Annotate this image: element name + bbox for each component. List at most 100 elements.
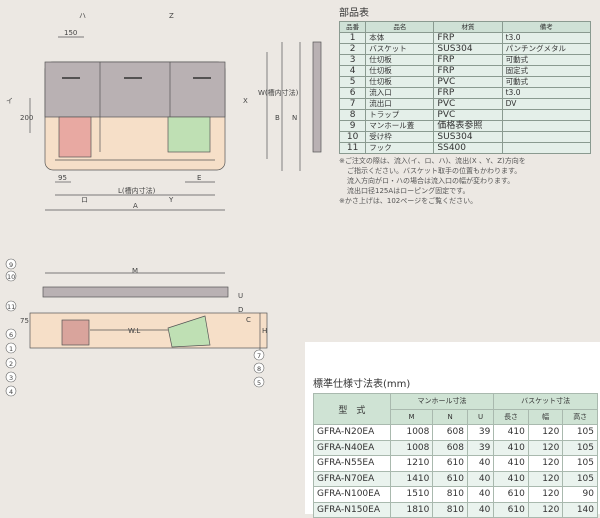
cell: SS400: [433, 142, 503, 154]
cell: 610: [493, 501, 529, 518]
cell: 流入口: [365, 87, 435, 99]
water-level: W.L: [128, 327, 140, 335]
cell: 5: [338, 76, 367, 88]
dim-d: D: [238, 306, 243, 314]
header: 幅: [527, 408, 564, 425]
section-view: [29, 272, 268, 355]
cell: 9: [338, 120, 367, 132]
section-labels: M U C H 75 D W.L: [20, 267, 267, 335]
cell: t3.0: [501, 87, 592, 99]
note-line: ※ご注文の際は、流入(イ、ロ、ハ)、流出(X 、Y、Z)方向を: [339, 157, 526, 165]
callout: 6: [9, 331, 13, 339]
dim-a: A: [133, 202, 138, 210]
cell: 810: [432, 501, 468, 518]
dim-150: 150: [64, 29, 77, 37]
cell: 流出口: [365, 98, 435, 110]
cell: GFRA-N55EA: [313, 455, 391, 472]
cell: 仕切板: [365, 54, 435, 66]
cell: 11: [338, 142, 367, 154]
note-line: 流入方向がロ・ハの場合は流入口の幅が変わります。: [347, 177, 515, 185]
inlet-i-label: イ: [6, 97, 13, 105]
cell: 1210: [389, 455, 434, 472]
trap: [167, 116, 211, 153]
cell: GFRA-N150EA: [313, 501, 391, 518]
cell: 410: [493, 424, 529, 441]
cell: 1510: [389, 486, 434, 503]
outlet-x-label: X: [243, 97, 248, 105]
cell: PVC: [433, 76, 503, 88]
dim-b: B: [275, 114, 280, 122]
callout: 7: [257, 352, 261, 360]
cell: 410: [493, 455, 529, 472]
order-notes: ※ご注文の際は、流入(イ、ロ、ハ)、流出(X 、Y、Z)方向をご指示ください。バ…: [339, 156, 591, 206]
inlet-ha-label: ハ: [79, 12, 86, 20]
header-basket: バスケット寸法: [493, 393, 598, 410]
cell: PVC: [433, 98, 503, 110]
cell: 40: [466, 486, 495, 503]
cell: 410: [493, 439, 529, 456]
cell: 120: [527, 486, 564, 503]
header-model: 型 式: [313, 393, 391, 425]
cell: 可動式: [501, 76, 592, 88]
cell: [501, 109, 592, 121]
cell: 6: [338, 87, 367, 99]
cell: 1008: [389, 439, 434, 456]
header: 備考: [501, 21, 592, 33]
cell: 120: [527, 470, 564, 487]
dim-u: U: [238, 292, 243, 300]
cell: 7: [338, 98, 367, 110]
note-line: ご指示ください。バスケット取手の位置もかわります。: [347, 167, 522, 175]
header-manhole: マンホール寸法: [389, 393, 495, 410]
cell: DV: [501, 98, 592, 110]
cell: 受け枠: [365, 131, 435, 143]
manhole-cover: [44, 61, 226, 118]
callout: 9: [9, 261, 13, 269]
cell: t3.0: [501, 32, 592, 44]
plan-view: [29, 36, 322, 211]
cell: 40: [466, 470, 495, 487]
cell: FRP: [433, 32, 503, 44]
cell: 40: [466, 501, 495, 518]
callout: 1: [9, 345, 13, 353]
cell: [501, 131, 592, 143]
cell: 90: [562, 486, 598, 503]
cell: 8: [338, 109, 367, 121]
cell: 1810: [389, 501, 434, 518]
dim-m: M: [132, 267, 138, 275]
cell: 608: [432, 424, 468, 441]
cell: 140: [562, 501, 598, 518]
cell: FRP: [433, 87, 503, 99]
callout: 4: [9, 388, 13, 396]
outlet-y-label: Y: [168, 196, 174, 204]
cell: フック: [365, 142, 435, 154]
callout: 11: [7, 303, 15, 311]
cell: 105: [562, 439, 598, 456]
cell: 120: [527, 439, 564, 456]
header: 品番: [338, 21, 367, 33]
cell: 610: [493, 486, 529, 503]
cell: 3: [338, 54, 367, 66]
basket: [58, 116, 92, 158]
header: N: [432, 408, 468, 425]
cell: [501, 120, 592, 132]
dim-e: E: [197, 174, 201, 182]
plan-labels: ハ Z イ X ロ Y 150 200 95 E L(槽内寸法) A W(槽内寸…: [6, 12, 299, 210]
note-line: ※かさ上げは、102ページをご覧ください。: [339, 197, 478, 205]
cell: 4: [338, 65, 367, 77]
cell: [501, 142, 592, 154]
cell: 610: [432, 455, 468, 472]
inlet-ro-label: ロ: [81, 196, 88, 204]
cell: マンホール蓋: [365, 120, 435, 132]
cell: PVC: [433, 109, 503, 121]
